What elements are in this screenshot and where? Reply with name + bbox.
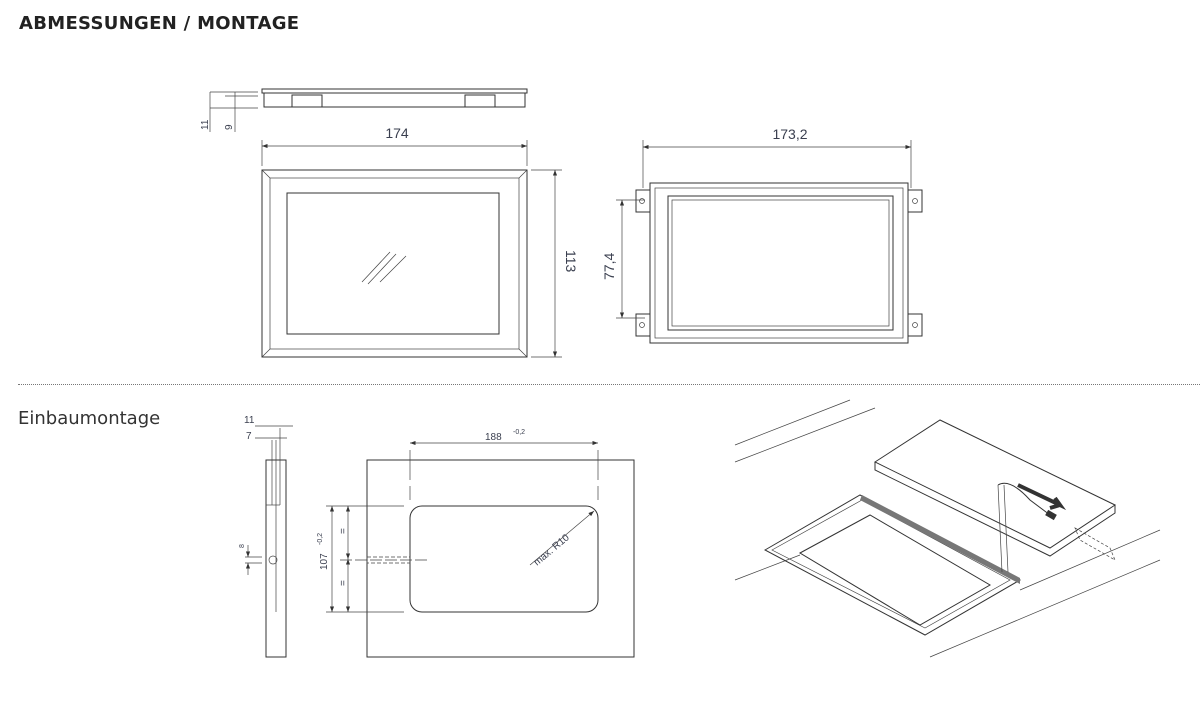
arrow-icon (1017, 483, 1067, 511)
dim-side-total: 11 (200, 119, 211, 130)
section-subtitle: Einbaumontage (18, 408, 161, 429)
dim-cut-width-tol: -0,2 (513, 429, 525, 436)
dim-cut-width: 188 (485, 432, 502, 443)
section-divider (18, 384, 1200, 385)
cutout-side-section: 8 11 7 (239, 415, 293, 658)
cutout-panel: 188 -0,2 107 -0,2 = = max. R10 (317, 429, 635, 658)
mounting-tabs (635, 189, 923, 337)
equal-mark-lower: = (338, 580, 349, 586)
dim-front-height: 113 (563, 250, 579, 273)
glass-reflection-icon (361, 251, 407, 285)
dim-side-body: 9 (224, 124, 235, 130)
dim-cut-height-tol: -0,2 (317, 533, 324, 545)
rear-view: 173,2 77,4 (601, 126, 923, 344)
dim-radius: max. R10 (532, 532, 572, 568)
dim-hole: 8 (239, 544, 246, 548)
installation-illustration (734, 399, 1161, 658)
dim-rear-width: 173,2 (772, 126, 807, 142)
equal-mark-upper: = (338, 528, 349, 534)
dim-front-width: 174 (385, 125, 409, 141)
dim-cut-side-total: 11 (244, 415, 255, 426)
dim-cut-side-inner: 7 (246, 431, 252, 442)
dim-cut-height: 107 (319, 553, 330, 570)
page-title: ABMESSUNGEN / MONTAGE (19, 13, 300, 34)
front-view: 174 113 (261, 125, 579, 358)
dim-rear-height: 77,4 (601, 253, 617, 280)
side-view: 11 9 (200, 88, 528, 132)
